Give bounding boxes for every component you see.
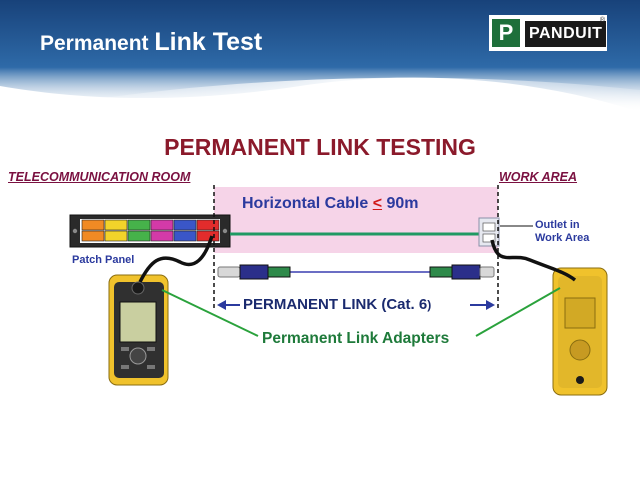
slide-title-part-2: Link Test bbox=[154, 28, 263, 56]
remote-tester bbox=[552, 267, 608, 396]
slide-title-part-1: Permanent bbox=[40, 32, 155, 55]
outlet-label: Outlet in Work Area bbox=[535, 219, 589, 245]
outlet-label-line-2: Work Area bbox=[535, 232, 590, 244]
diagram-heading: PERMANENT LINK TESTING bbox=[164, 134, 476, 160]
title-bar-highlight bbox=[40, 77, 640, 122]
slide-title: Permanent Link Test bbox=[40, 28, 262, 57]
permanent-link-text: PERMANENT LINK (Cat. 6 bbox=[243, 296, 428, 313]
logo-mark-icon: P bbox=[492, 19, 520, 47]
telecom-room-label: TELECOMMUNICATION ROOM bbox=[8, 170, 191, 184]
wall-outlet bbox=[478, 217, 500, 247]
adapter-cord bbox=[217, 264, 495, 280]
patch-panel bbox=[69, 214, 231, 248]
title-bar-background bbox=[0, 0, 640, 112]
horizontal-cable-length: 90m bbox=[382, 195, 419, 212]
permanent-link-label: PERMANENT LINK (Cat. 6) bbox=[243, 296, 431, 313]
horizontal-cable-label: Horizontal Cable < 90m bbox=[242, 195, 419, 213]
outlet-label-line-1: Outlet in bbox=[535, 219, 580, 231]
patch-panel-label: Patch Panel bbox=[72, 254, 135, 266]
adapter-pointer-left bbox=[161, 289, 259, 337]
work-area-label: WORK AREA bbox=[499, 170, 578, 184]
adapter-pointer-right bbox=[475, 287, 561, 337]
patch-cord-right bbox=[490, 239, 577, 282]
logo-wordmark: PANDUIT bbox=[525, 21, 607, 47]
adapters-label: Permanent Link Adapters bbox=[262, 330, 450, 347]
horizontal-cable-band bbox=[214, 187, 498, 253]
permanent-link-arrow bbox=[217, 300, 495, 310]
patch-cord-left bbox=[138, 235, 214, 283]
less-than-sign: < bbox=[372, 195, 383, 212]
logo-registered-mark: ® bbox=[599, 17, 605, 24]
permanent-link-paren: ) bbox=[427, 298, 432, 312]
panduit-logo: P PANDUIT ® bbox=[489, 15, 607, 51]
main-tester bbox=[108, 274, 169, 386]
horizontal-cable-text: Horizontal Cable bbox=[242, 195, 373, 212]
